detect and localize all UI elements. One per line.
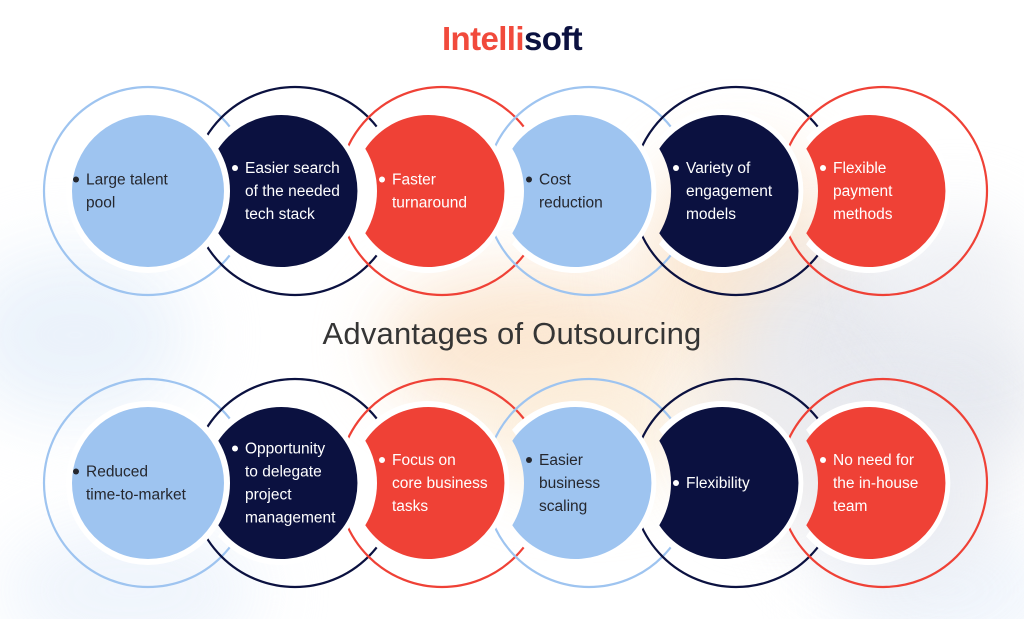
node-group[interactable]: Faster turnaround [365,109,510,273]
logo-text-primary: Intelli [441,20,525,57]
node-label-line: Easier [539,452,583,469]
node-label: Reduced time-to-market [86,464,187,504]
node-label: Flexibility [686,475,750,492]
node-group[interactable]: Cost reduction [512,109,657,273]
node-label-line: Focus on [392,452,456,469]
node-label-line: management [245,510,336,527]
node-label-line: business [539,475,600,492]
node-bullet-icon [526,457,532,463]
brand-logo: Intellisoft [0,20,1024,58]
node-label: Opportunity to delegate project management [245,441,336,527]
node-label-line: reduction [539,195,603,212]
node-label: Cost reduction [539,172,603,212]
node-label-line: Variety of [686,160,751,177]
node-shape[interactable] [365,114,505,267]
node-label-line: tech stack [245,206,315,223]
node-label: Faster turnaround [392,172,467,212]
node-group[interactable]: Opportunity to delegate project management [218,401,363,565]
node-bullet-icon [379,457,385,463]
node-label-line: scaling [539,498,587,515]
node-label-line: project [245,487,292,504]
node-group[interactable]: Flexible payment methods [806,109,951,273]
node-label-line: time-to-market [86,487,187,504]
node-label: Focus on core business tasks [392,452,488,515]
node-bullet-icon [820,457,826,463]
node-label-line: pool [86,195,115,212]
node-label-line: models [686,206,736,223]
node-bullet-icon [232,445,238,452]
node-label: Flexible payment methods [833,160,893,223]
node-bullet-icon [820,165,826,171]
node-group[interactable]: Flexibility [659,401,804,565]
node-label-line: tasks [392,498,428,515]
node-group[interactable]: Focus on core business tasks [365,401,510,565]
node-group[interactable]: No need for the in-house team [806,401,951,565]
node-label-line: turnaround [392,195,467,212]
node-bullet-icon [673,480,679,486]
node-label-line: Flexible [833,160,886,177]
node-bullet-icon [73,468,79,475]
node-label-line: team [833,498,867,515]
node-label-line: No need for [833,452,914,469]
node-label-line: payment [833,183,893,200]
node-label-line: core business [392,475,488,492]
logo-text-secondary: soft [523,20,583,57]
node-shape[interactable] [512,114,652,267]
node-group[interactable]: Easier search of the needed tech stack [218,109,363,273]
node-label-line: methods [833,206,893,223]
node-label-line: engagement [686,183,773,200]
node-shape[interactable] [72,407,224,559]
node-label: Large talent pool [86,172,169,212]
node-label-line: to delegate [245,464,322,481]
node-bullet-icon [232,165,238,171]
node-bullet-icon [73,176,79,183]
page-title: Advantages of Outsourcing [322,316,702,351]
node-bullet-icon [673,165,679,171]
bottom-row-diagram: Reduced time-to-market Opportunity to deleg… [42,377,989,589]
node-shape[interactable] [365,407,505,559]
node-group[interactable]: Variety of engagement models [659,109,804,273]
node-bullet-icon [379,176,385,183]
top-row-diagram: Large talent pool Easier search of the need… [42,85,989,297]
node-label-line: Large talent [86,172,169,189]
node-label-line: Easier search [245,160,340,177]
node-group[interactable]: Easier business scaling [512,401,657,565]
node-bullet-icon [526,176,532,183]
node-label-line: of the needed [245,183,340,200]
node-label-line: Reduced [86,464,148,481]
node-group[interactable]: Large talent pool [66,109,230,273]
node-label-line: the in-house [833,475,918,492]
node-label: Easier search of the needed tech stack [245,160,340,223]
node-group[interactable]: Reduced time-to-market [66,401,230,565]
node-shape[interactable] [72,115,224,267]
node-label-line: Opportunity [245,441,325,458]
node-label-line: Cost [539,172,572,189]
node-label-line: Flexibility [686,475,750,492]
node-shape[interactable] [218,114,358,267]
node-label-line: Faster [392,172,436,189]
